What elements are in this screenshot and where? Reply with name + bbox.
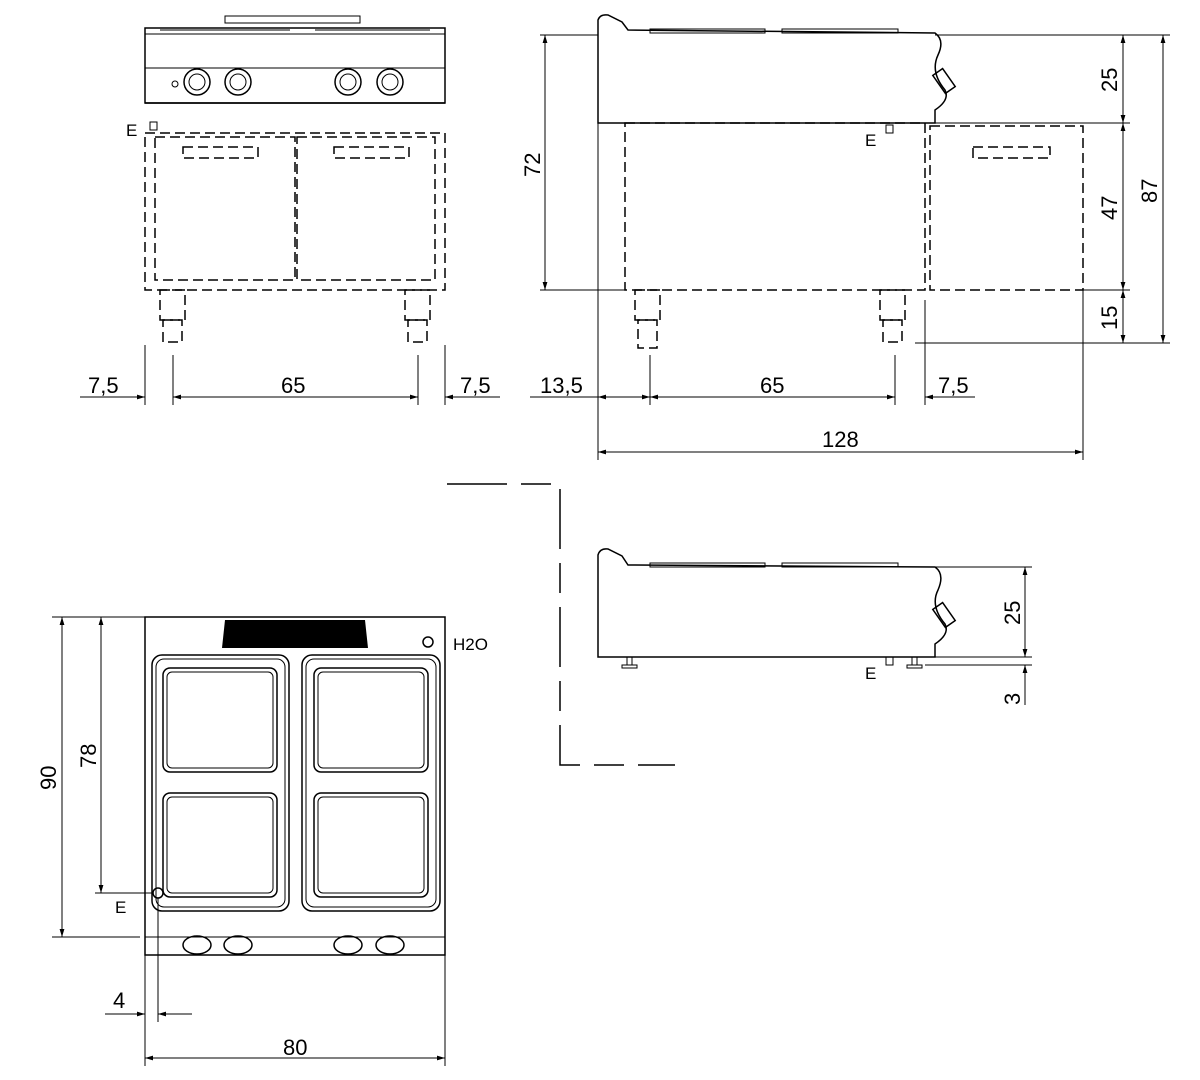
dim-depth: 90 xyxy=(36,766,61,790)
top-panel xyxy=(144,27,446,104)
right-door xyxy=(296,136,436,281)
guide-line xyxy=(447,483,675,766)
top-outline xyxy=(144,616,446,956)
e-label: E xyxy=(865,664,876,683)
electric-connection-marker xyxy=(149,121,158,131)
dim-total-depth: 128 xyxy=(822,427,859,452)
pilot-light-icon xyxy=(171,80,179,88)
dim-body-height: 72 xyxy=(520,153,545,177)
dim-connection-offset: 4 xyxy=(113,988,125,1013)
side-body xyxy=(597,14,947,124)
dim-leg-span: 65 xyxy=(760,373,784,398)
electric-connection-icon xyxy=(152,887,164,899)
top-view: H2O E 90 78 4 80 xyxy=(36,616,488,1066)
dim-top-height: 25 xyxy=(1097,68,1122,92)
control-knobs xyxy=(183,68,404,96)
left-hob xyxy=(151,654,290,912)
dim-rear-offset: 7,5 xyxy=(938,373,969,398)
dim-width: 80 xyxy=(283,1035,307,1060)
hot-plates xyxy=(162,667,429,898)
dim-connection-depth: 78 xyxy=(76,744,101,768)
legs xyxy=(634,289,906,349)
flue-vent xyxy=(222,620,368,648)
left-handle xyxy=(182,146,259,159)
e-label: E xyxy=(126,121,137,140)
top-unit-side-view: E 25 3 xyxy=(597,548,1032,705)
knob-side-icon xyxy=(931,67,957,95)
cabinet-outline xyxy=(144,132,446,291)
dim-cabinet-height: 47 xyxy=(1097,196,1122,220)
dim-right-margin: 7,5 xyxy=(460,373,491,398)
left-door xyxy=(154,136,296,281)
e-label: E xyxy=(115,898,126,917)
dim-top-height: 25 xyxy=(1000,601,1025,625)
dim-leg-span: 65 xyxy=(281,373,305,398)
dim-left-margin: 7,5 xyxy=(88,373,119,398)
right-hob xyxy=(301,654,441,912)
dim-total-height: 87 xyxy=(1137,179,1162,203)
dim-front-offset: 13,5 xyxy=(540,373,583,398)
h2o-label: H2O xyxy=(453,635,488,654)
e-label: E xyxy=(865,131,876,150)
dim-leg-height: 15 xyxy=(1097,306,1122,330)
knobs-top xyxy=(182,935,405,955)
top-riser xyxy=(224,15,361,24)
right-handle xyxy=(333,146,410,159)
water-inlet-icon xyxy=(422,636,434,648)
dim-foot-height: 3 xyxy=(1000,693,1025,705)
cabinet-outline xyxy=(624,122,926,291)
side-view: E 72 25 47 15 87 13,5 xyxy=(520,14,1170,460)
front-view: E 7,5 65 7,5 xyxy=(80,15,500,405)
open-door-outline xyxy=(929,125,1084,291)
legs xyxy=(159,289,431,343)
